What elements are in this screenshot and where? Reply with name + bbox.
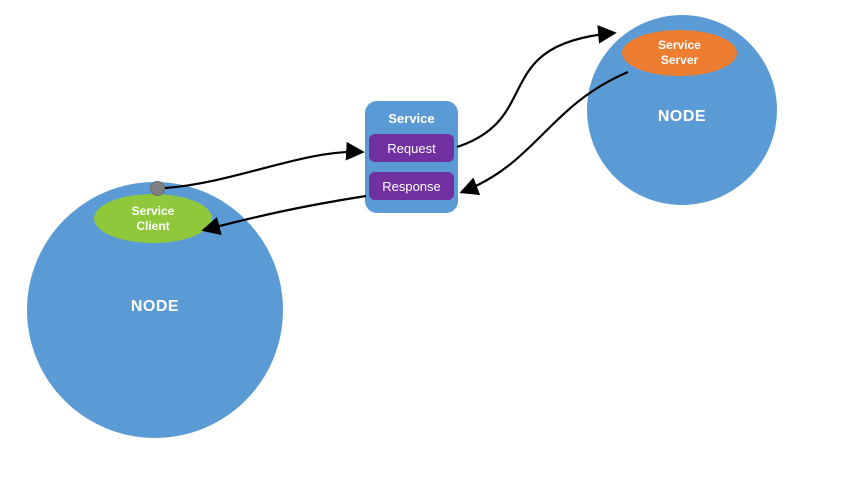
response-box: Response [369, 172, 454, 200]
service-server-label: Service Server [658, 38, 701, 67]
service-client-oval: Service Client [94, 194, 212, 243]
request-label: Request [387, 140, 436, 156]
service-box-title: Service [388, 111, 435, 126]
response-label: Response [382, 178, 441, 194]
client-to-request-arrow [164, 141, 365, 190]
service-server-oval: Service Server [622, 30, 737, 76]
service-client-label: Service Client [131, 203, 175, 233]
request-box: Request [369, 134, 454, 162]
client-port-dot [150, 181, 165, 196]
service-box: Service Request Response [365, 101, 458, 213]
client-node-label: NODE [130, 298, 180, 315]
server-node-label: NODE [657, 108, 707, 125]
